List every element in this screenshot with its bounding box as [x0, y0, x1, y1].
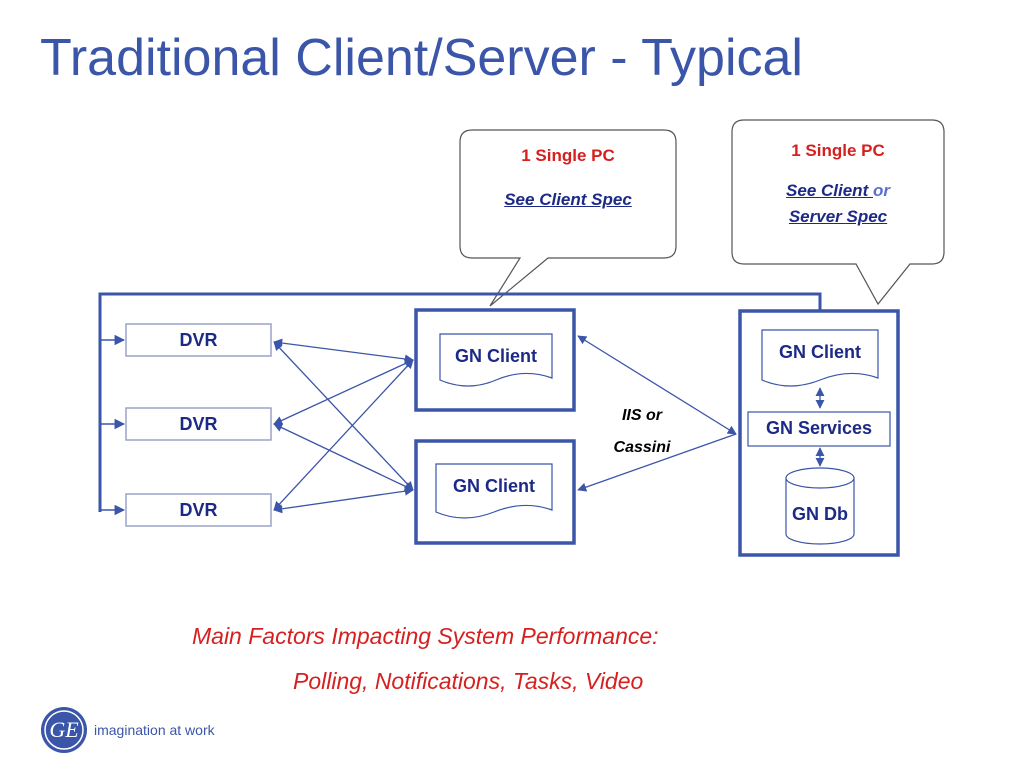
client-doc-shape-1 — [439, 333, 553, 387]
ge-monogram-text: GE — [49, 717, 79, 742]
connection-label-line1: IIS or — [621, 407, 662, 424]
dvr-box-2 — [125, 407, 272, 441]
client-spec-link-2[interactable]: See Client — [786, 181, 873, 200]
dvr-client-connections — [273, 338, 414, 514]
gn-services-label: GN Services — [765, 418, 873, 438]
connection-label: IIS or Cassini — [600, 400, 684, 464]
or-word: or — [872, 181, 890, 200]
ge-logo: GE imagination at work — [40, 706, 260, 758]
dvr-label-3: DVR — [179, 500, 218, 520]
logo-tagline: imagination at work — [94, 722, 215, 738]
connection-label-line2: Cassini — [613, 439, 671, 456]
gn-db-label: GN Db — [792, 504, 848, 524]
dvr-label-2: DVR — [179, 414, 218, 434]
client-server-connections — [577, 335, 737, 492]
slide-title: Traditional Client/Server - Typical — [40, 29, 803, 87]
callout-client-heading: 1 Single PC — [521, 146, 615, 165]
callout-bubble-server — [731, 119, 945, 306]
callout-server-heading: 1 Single PC — [791, 141, 885, 160]
database-cylinder — [785, 467, 855, 545]
server-spec-link[interactable]: Server Spec — [788, 207, 888, 226]
dvr-box-1 — [125, 323, 272, 357]
server-client-label: GN Client — [778, 342, 861, 362]
footer-line-1: Main Factors Impacting System Performanc… — [192, 623, 659, 649]
gn-services-box — [747, 411, 891, 447]
callout-bubble-client — [459, 129, 677, 307]
client-label-2: GN Client — [452, 476, 535, 496]
callout-server-text: 1 Single PC See Client or Server Spec — [734, 138, 942, 230]
client-doc-shape-2 — [435, 463, 553, 519]
callout-client-text: 1 Single PC See Client Spec — [462, 146, 674, 210]
client-spec-link[interactable]: See Client Spec — [504, 190, 632, 209]
footer-line-2: Polling, Notifications, Tasks, Video — [293, 668, 644, 694]
ge-monogram-icon: GE — [41, 707, 87, 753]
server-client-doc-shape — [761, 329, 879, 387]
dvr-box-3 — [125, 493, 272, 527]
dvr-label-1: DVR — [179, 330, 218, 350]
client-label-1: GN Client — [454, 346, 537, 366]
